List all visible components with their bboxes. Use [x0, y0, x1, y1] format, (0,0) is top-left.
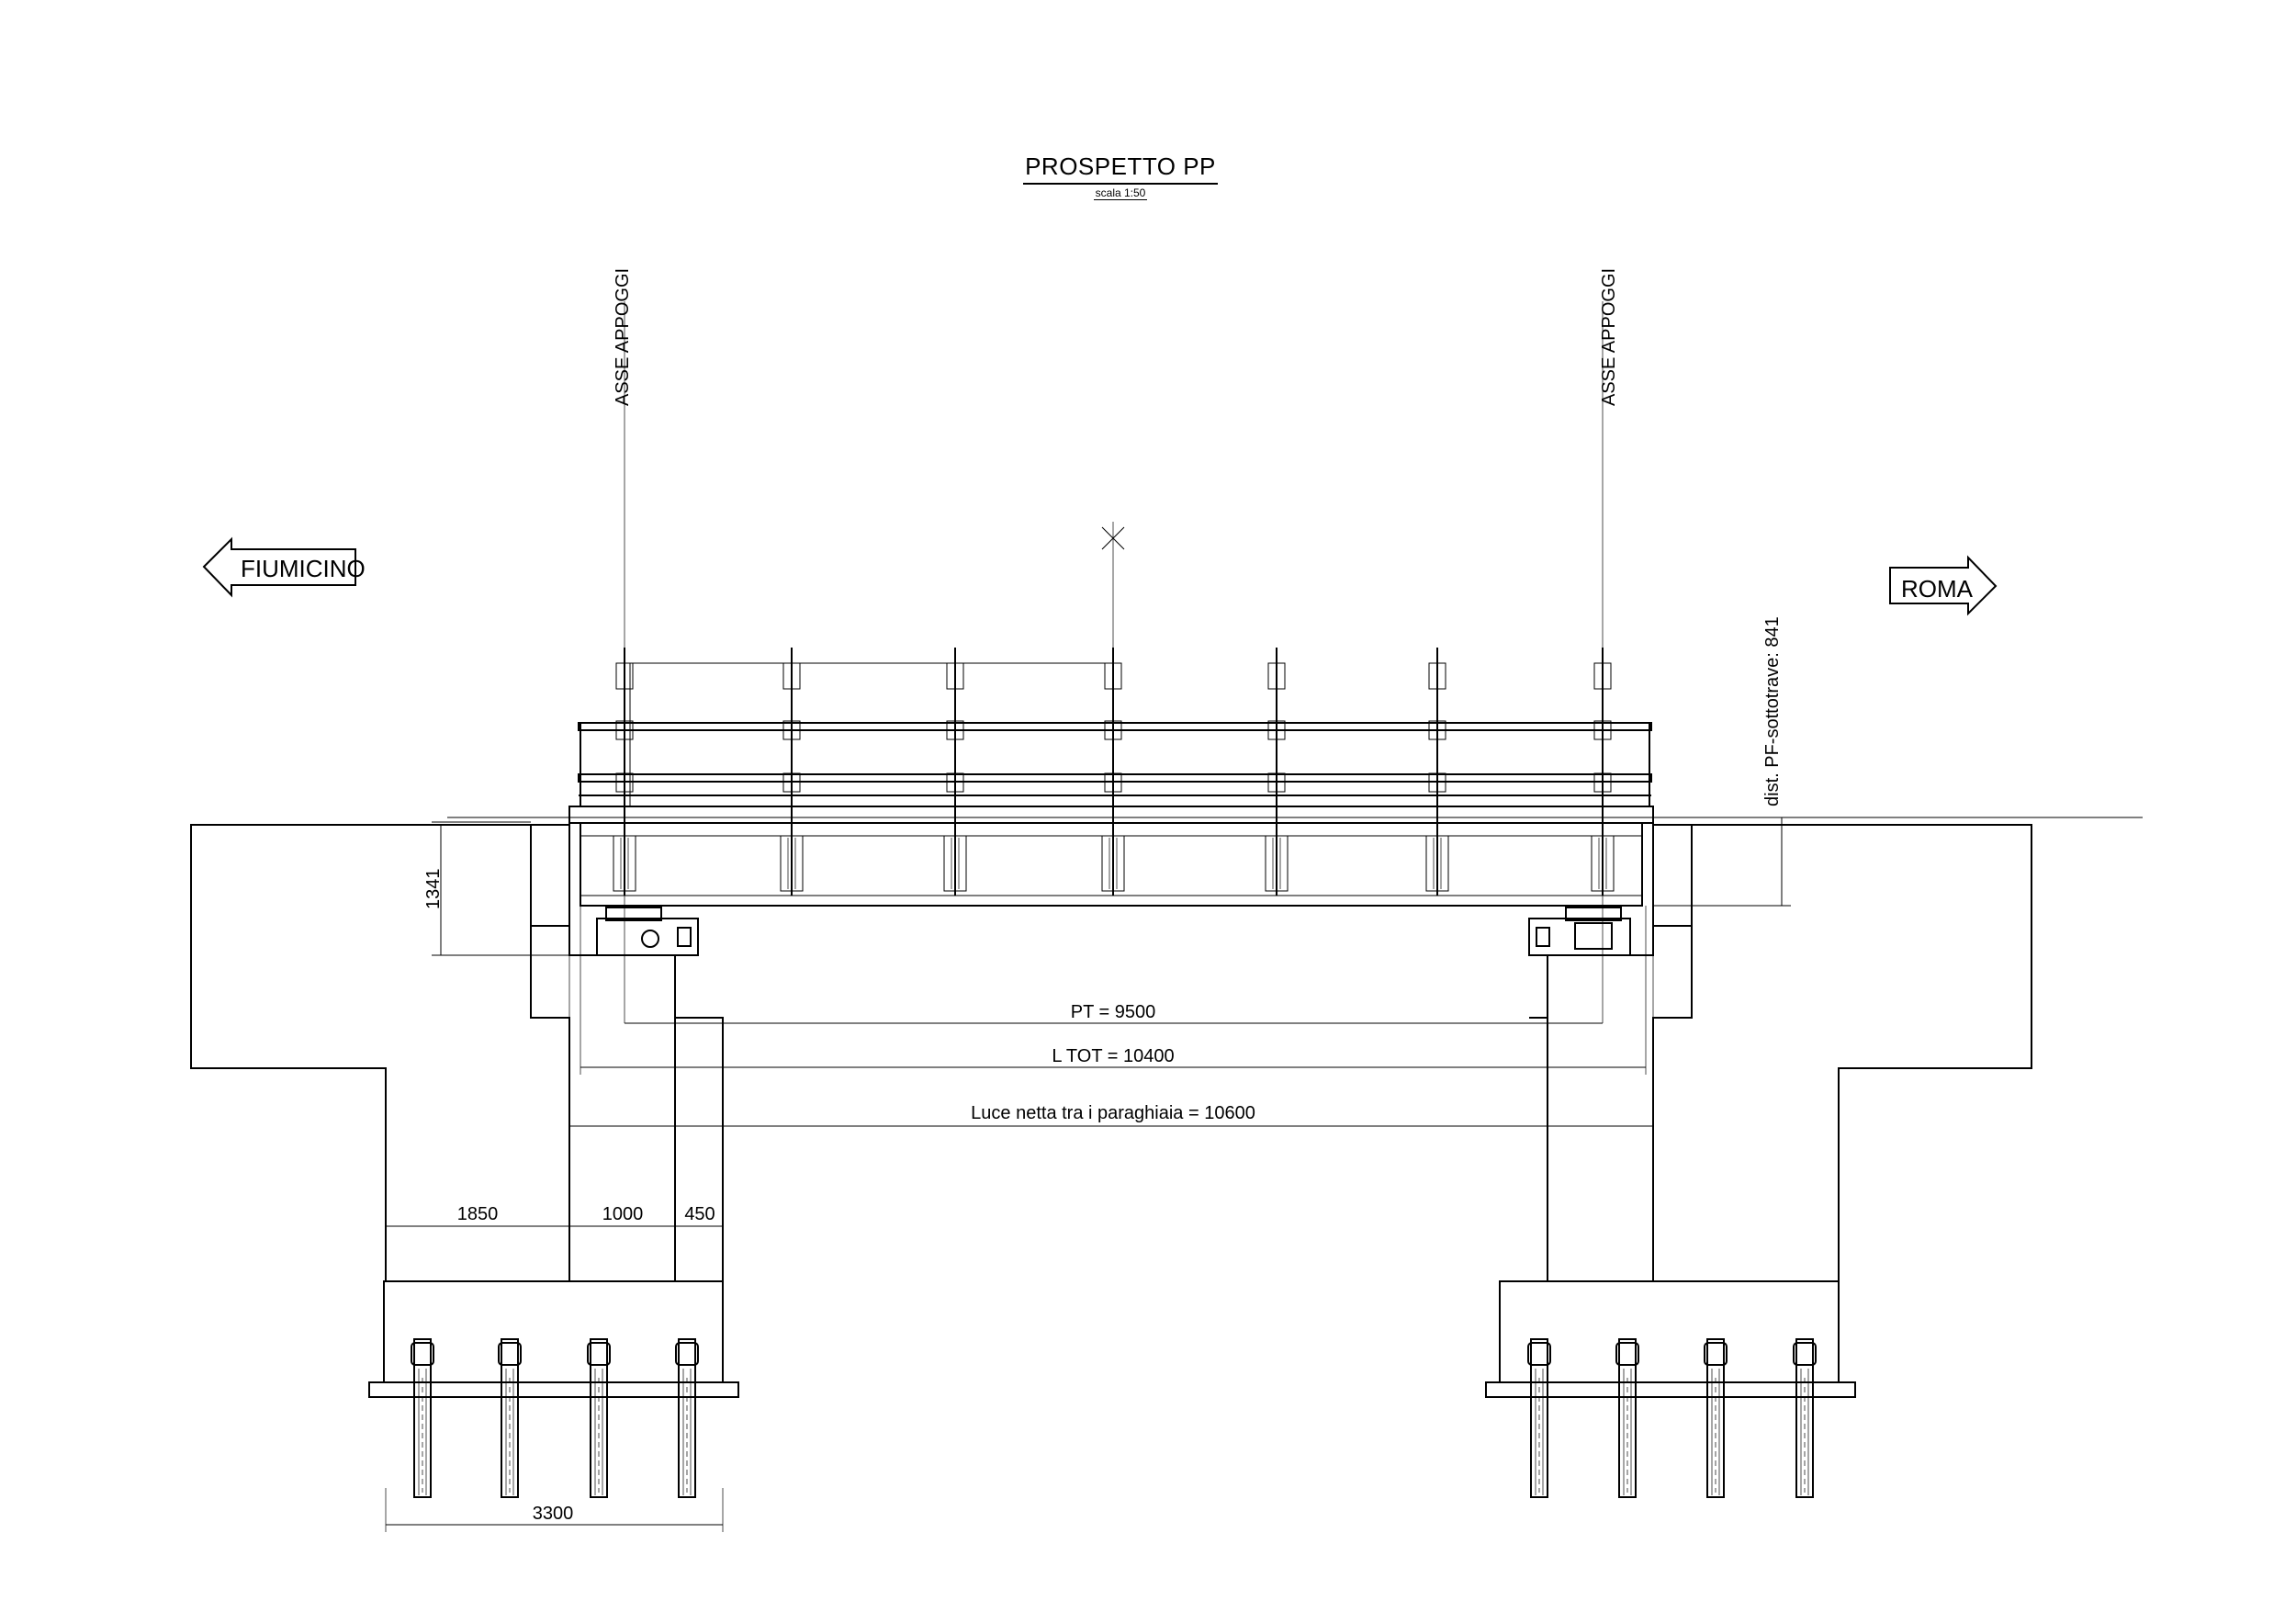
pile: [1793, 1338, 1817, 1498]
dim-height-left: 1341: [423, 821, 569, 956]
dim-1341-label: 1341: [423, 869, 444, 910]
railing-top-rail: [578, 722, 1652, 731]
railing-post: [1425, 648, 1449, 896]
dim-pf-sottotrave: dist. PF-sottotrave: 841: [1653, 616, 1791, 907]
dim-footing-width: 3300: [385, 1488, 724, 1532]
dim-footing-chain: 1850 1000 450: [385, 1204, 724, 1281]
right-bearing: [1528, 907, 1631, 956]
direction-label-roma: ROMA: [1901, 575, 1974, 603]
dim-pt-label: PT = 9500: [1071, 1002, 1155, 1022]
dim-luce-label: Luce netta tra i paraghiaia = 10600: [971, 1103, 1255, 1123]
pile: [675, 1338, 699, 1498]
direction-arrow-fiumicino: FIUMICINO: [202, 536, 366, 598]
left-footing: [383, 1280, 724, 1383]
pile: [411, 1338, 434, 1498]
pile: [1615, 1338, 1639, 1498]
left-abutment-outline: [190, 824, 570, 1282]
pile: [587, 1338, 611, 1498]
drawing-scale: scala 1:50: [1093, 186, 1148, 200]
title-block: PROSPETTO PP scala 1:50: [1014, 152, 1227, 201]
left-abutment-stem: [568, 1017, 724, 1282]
protective-mesh-panel: [629, 662, 1114, 807]
railing-post: [943, 648, 967, 896]
pile: [1527, 1338, 1551, 1498]
center-axis-marker: [1101, 526, 1125, 550]
right-axis-label: ASSE APPOGGI: [1599, 268, 1619, 406]
dim-450-label: 450: [684, 1204, 715, 1224]
pile: [498, 1338, 522, 1498]
right-footing: [1499, 1280, 1840, 1383]
right-abutment-stem: [1499, 1018, 1548, 1382]
railing-post: [1101, 648, 1125, 896]
right-piles: [1527, 1338, 1817, 1498]
deck-girder: [580, 822, 1643, 907]
dim-1000-label: 1000: [602, 1204, 644, 1224]
railing-post: [780, 648, 804, 896]
railing-post: [1265, 648, 1289, 896]
left-bearing: [596, 907, 699, 956]
right-lean-concrete: [1485, 1381, 1856, 1398]
deck-slab: [568, 806, 1654, 824]
left-lean-concrete: [368, 1381, 739, 1398]
right-joint-block: [1652, 824, 1693, 927]
dim-ltot: L TOT = 10400: [580, 906, 1647, 1075]
left-axis-label: ASSE APPOGGI: [613, 268, 633, 406]
dim-pt: PT = 9500: [625, 1002, 1603, 1024]
railing-posts: [613, 648, 1615, 896]
dim-ltot-label: L TOT = 10400: [1052, 1046, 1174, 1066]
direction-arrow-roma: ROMA: [1889, 555, 1998, 616]
left-piles: [411, 1338, 699, 1498]
railing-mid-rail: [578, 773, 1652, 783]
right-abutment-outline: [1652, 824, 2032, 1282]
left-joint-block: [530, 824, 570, 927]
dim-pf-label: dist. PF-sottotrave: 841: [1762, 616, 1783, 806]
pile: [1704, 1338, 1728, 1498]
direction-label-fiumicino: FIUMICINO: [241, 555, 366, 582]
drawing-title: PROSPETTO PP: [1023, 152, 1218, 185]
dim-luce-netta: Luce netta tra i paraghiaia = 10600: [568, 955, 1654, 1133]
dim-3300-label: 3300: [533, 1504, 574, 1524]
dim-1850-label: 1850: [457, 1204, 499, 1224]
